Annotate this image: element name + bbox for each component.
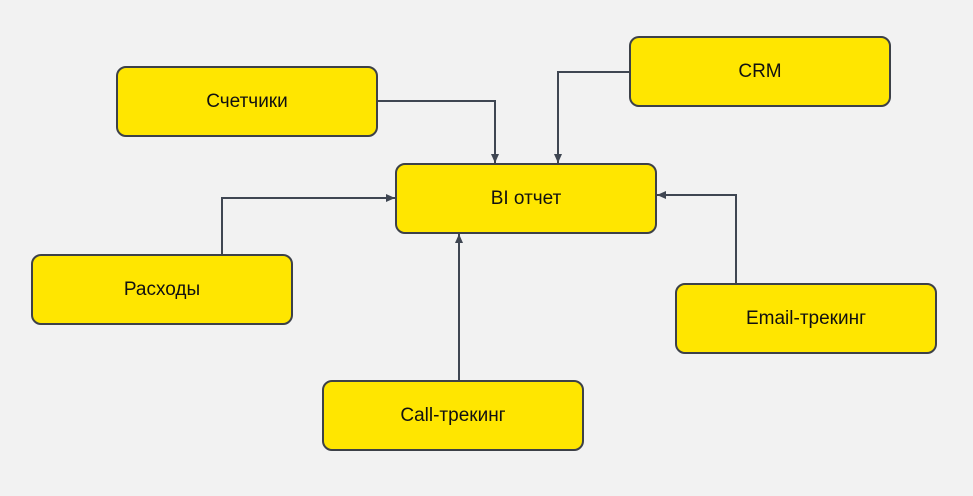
node-email-tracking: Email-трекинг xyxy=(675,283,937,354)
connector-schetchiki-to-bi xyxy=(378,100,499,163)
node-call-tracking-label: Call-трекинг xyxy=(400,404,506,426)
node-schetchiki: Счетчики xyxy=(116,66,378,137)
node-raskhody-label: Расходы xyxy=(123,278,201,300)
node-crm-label: CRM xyxy=(738,60,782,82)
node-bi-report-label: BI отчет xyxy=(490,187,562,209)
node-raskhody: Расходы xyxy=(31,254,293,325)
node-schetchiki-label: Счетчики xyxy=(206,90,288,112)
connector-raskhody-to-bi xyxy=(221,194,395,254)
node-crm: CRM xyxy=(629,36,891,107)
node-call-tracking: Call-трекинг xyxy=(322,380,584,451)
node-bi-report: BI отчет xyxy=(395,163,657,234)
connector-email-to-bi xyxy=(657,191,737,283)
node-email-tracking-label: Email-трекинг xyxy=(745,307,867,329)
connector-crm-to-bi xyxy=(554,71,629,163)
